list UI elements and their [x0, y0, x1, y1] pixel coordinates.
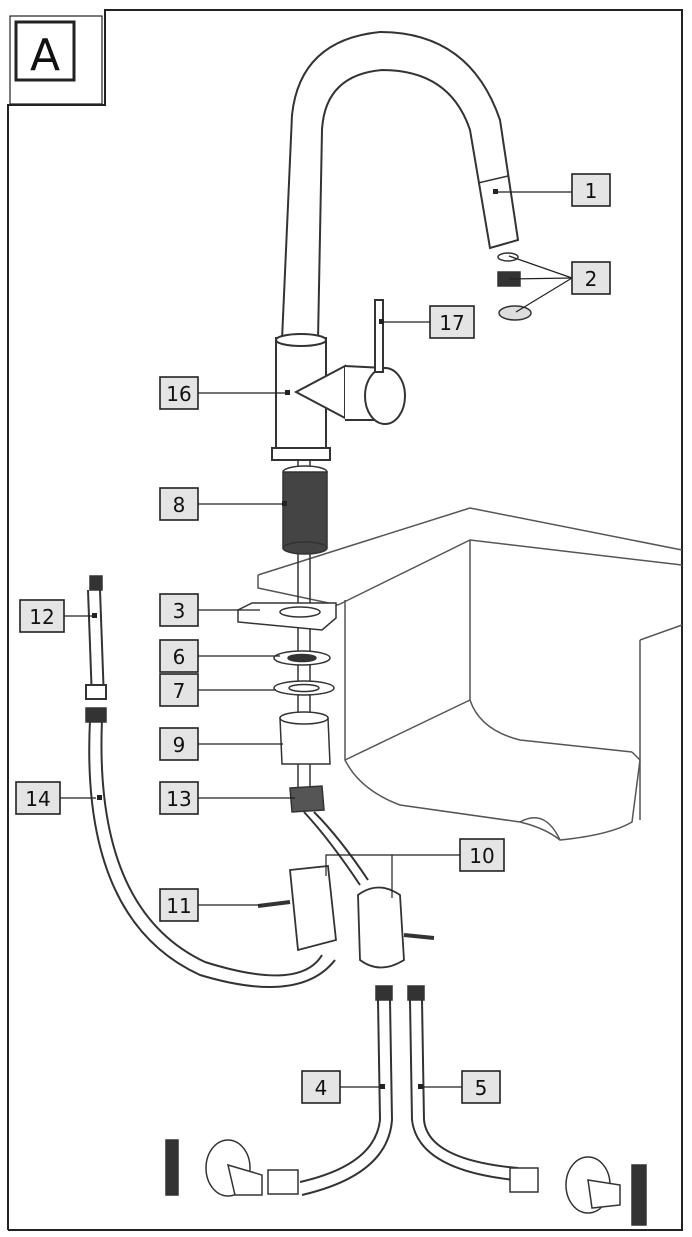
section-badge: A: [9, 15, 103, 105]
callout-2: 2: [571, 261, 611, 295]
callout-label: 6: [173, 645, 186, 669]
aerator-parts: [497, 252, 532, 321]
callout-label: 16: [166, 382, 191, 406]
callout-label: 3: [173, 599, 186, 623]
callout-label: 17: [439, 311, 464, 335]
angle-valve-left: [165, 1139, 299, 1197]
callout-9: 9: [159, 727, 199, 761]
callout-label: 5: [475, 1076, 488, 1100]
callout-12: 12: [19, 599, 65, 633]
callout-label: 12: [29, 605, 54, 629]
mounting-hardware: [237, 602, 337, 813]
callout-13: 13: [159, 781, 199, 815]
callout-label: 13: [166, 787, 191, 811]
callout-5: 5: [461, 1070, 501, 1104]
callout-17: 17: [429, 305, 475, 339]
faucet-spout: [280, 30, 520, 341]
callout-label: 2: [585, 267, 598, 291]
section-letter: A: [30, 30, 60, 81]
callout-label: 1: [585, 179, 598, 203]
angle-valve-right: [509, 1156, 647, 1226]
callout-label: 14: [25, 787, 50, 811]
callout-16: 16: [159, 376, 199, 410]
hose-fittings: [85, 575, 425, 1001]
faucet-body: [271, 299, 406, 461]
callout-6: 6: [159, 639, 199, 673]
callout-label: 7: [173, 679, 186, 703]
callout-11: 11: [159, 888, 199, 922]
callout-label: 10: [469, 844, 494, 868]
counterweight: [257, 865, 435, 969]
callout-10: 10: [459, 838, 505, 872]
leader-lines: [60, 191, 573, 1088]
callout-4: 4: [301, 1070, 341, 1104]
sink-illustration: [257, 507, 683, 841]
callout-label: 11: [166, 894, 191, 918]
hoses: [85, 589, 519, 1196]
callout-label: 4: [315, 1076, 328, 1100]
callout-label: 9: [173, 733, 186, 757]
callout-7: 7: [159, 673, 199, 707]
callout-1: 1: [571, 173, 611, 207]
callout-label: 8: [173, 493, 186, 517]
diagram-frame: [7, 9, 683, 1231]
callout-8: 8: [159, 487, 199, 521]
callout-3: 3: [159, 593, 199, 627]
leader-dots: [92, 189, 498, 1089]
callout-14: 14: [15, 781, 61, 815]
